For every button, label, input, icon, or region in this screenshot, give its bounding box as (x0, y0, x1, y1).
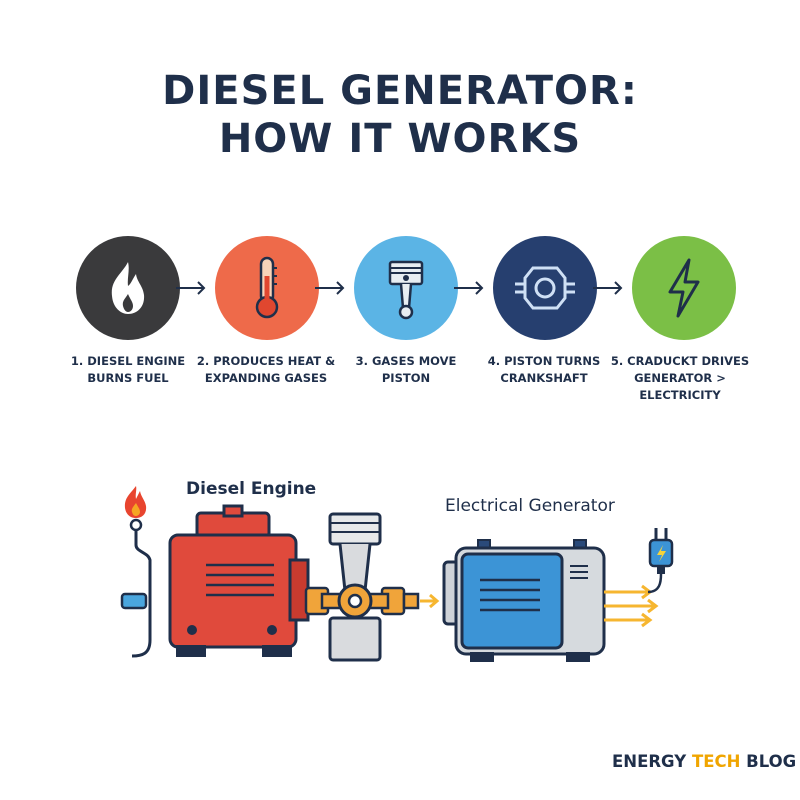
brand-logo: ENERGY TECH BLOG (612, 752, 797, 771)
power-output-arrow (604, 598, 659, 614)
arrow-icon (315, 281, 345, 295)
diesel-engine-label: Diesel Engine (186, 479, 317, 499)
flame-icon (124, 486, 147, 518)
thermometer-icon (255, 256, 279, 319)
piston-icon (388, 260, 424, 320)
crankshaft-icon (515, 266, 575, 310)
step-2-circle (215, 236, 319, 340)
power-output-arrow (604, 584, 653, 600)
step-5-circle (632, 236, 736, 340)
fuel-inlet (120, 592, 148, 610)
generator-diagram (120, 486, 674, 662)
arrow-icon (420, 593, 440, 609)
lightning-bolt-icon (668, 258, 700, 318)
step-2-label: 2. PRODUCES HEAT &EXPANDING GASES (196, 354, 336, 385)
diesel-engine (168, 504, 310, 657)
crankshaft-coupling (304, 583, 420, 619)
electrical-generator-label: Electrical Generator (445, 496, 615, 516)
step-3-circle (354, 236, 458, 340)
title-line-1: DIESEL GENERATOR: (162, 68, 638, 114)
power-output-arrow (604, 612, 653, 628)
title-line-2: HOW IT WORKS (218, 116, 582, 162)
step-1-circle (76, 236, 180, 340)
flame-icon (111, 262, 145, 314)
arrow-icon (454, 281, 484, 295)
electrical-generator (442, 539, 606, 662)
arrow-icon (176, 281, 206, 295)
power-plug-icon (648, 528, 674, 574)
step-4-circle (493, 236, 597, 340)
arrow-icon (593, 281, 623, 295)
